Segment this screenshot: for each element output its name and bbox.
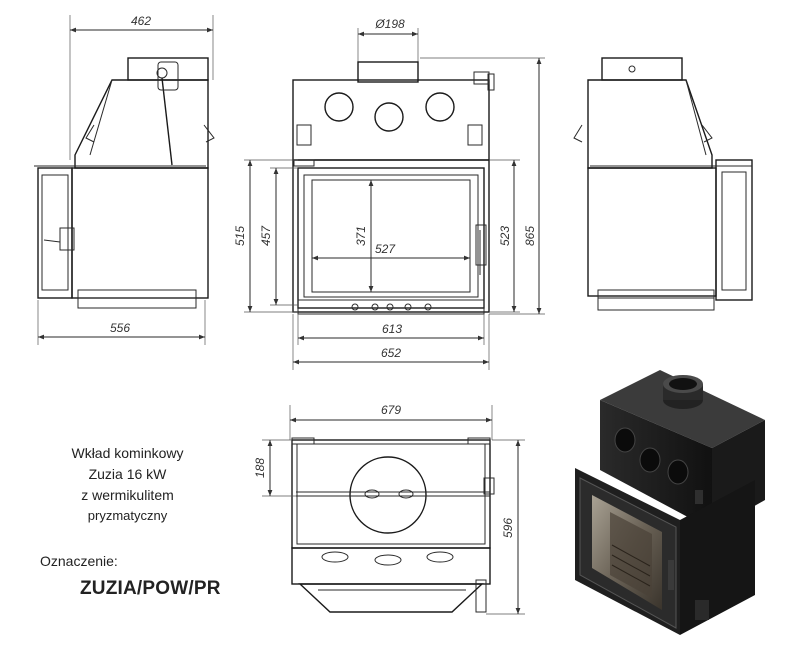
dim-top-offset: 188 (253, 458, 267, 478)
dim-front-width-652: 652 (381, 346, 401, 360)
caption-line-1: Wkład kominkowy (71, 445, 184, 461)
dim-top-width: 679 (381, 403, 401, 417)
side-view-left: 462 556 (34, 14, 215, 345)
dim-glass-width: 527 (375, 242, 396, 256)
caption-line-2: Zuzia 16 kW (88, 466, 167, 482)
caption-line-4: pryzmatyczny (87, 508, 168, 523)
front-view: Ø198 371 527 515 (233, 17, 545, 370)
designation-code: ZUZIA/POW/PR (80, 578, 221, 599)
dim-front-width-613: 613 (382, 322, 402, 336)
caption-line-3: z wermikulitem (81, 487, 174, 503)
side-view-right (573, 57, 753, 311)
dim-side-width: 462 (131, 14, 151, 28)
product-description: Wkład kominkowy Zuzia 16 kW z wermikulit… (40, 443, 215, 506)
dim-top-depth: 596 (501, 518, 515, 538)
dim-door-height: 523 (498, 226, 512, 246)
designation-label: Oznaczenie: (40, 553, 118, 569)
dim-front-height-457: 457 (259, 225, 273, 246)
dim-flue-diameter: Ø198 (374, 17, 405, 31)
dim-total-height: 865 (523, 226, 537, 246)
fireplace-insert-render (575, 370, 765, 635)
top-view: 679 188 596 (253, 403, 525, 615)
dim-glass-height: 371 (354, 226, 368, 246)
dim-side-base: 556 (110, 321, 130, 335)
dim-front-height-515: 515 (233, 226, 247, 246)
